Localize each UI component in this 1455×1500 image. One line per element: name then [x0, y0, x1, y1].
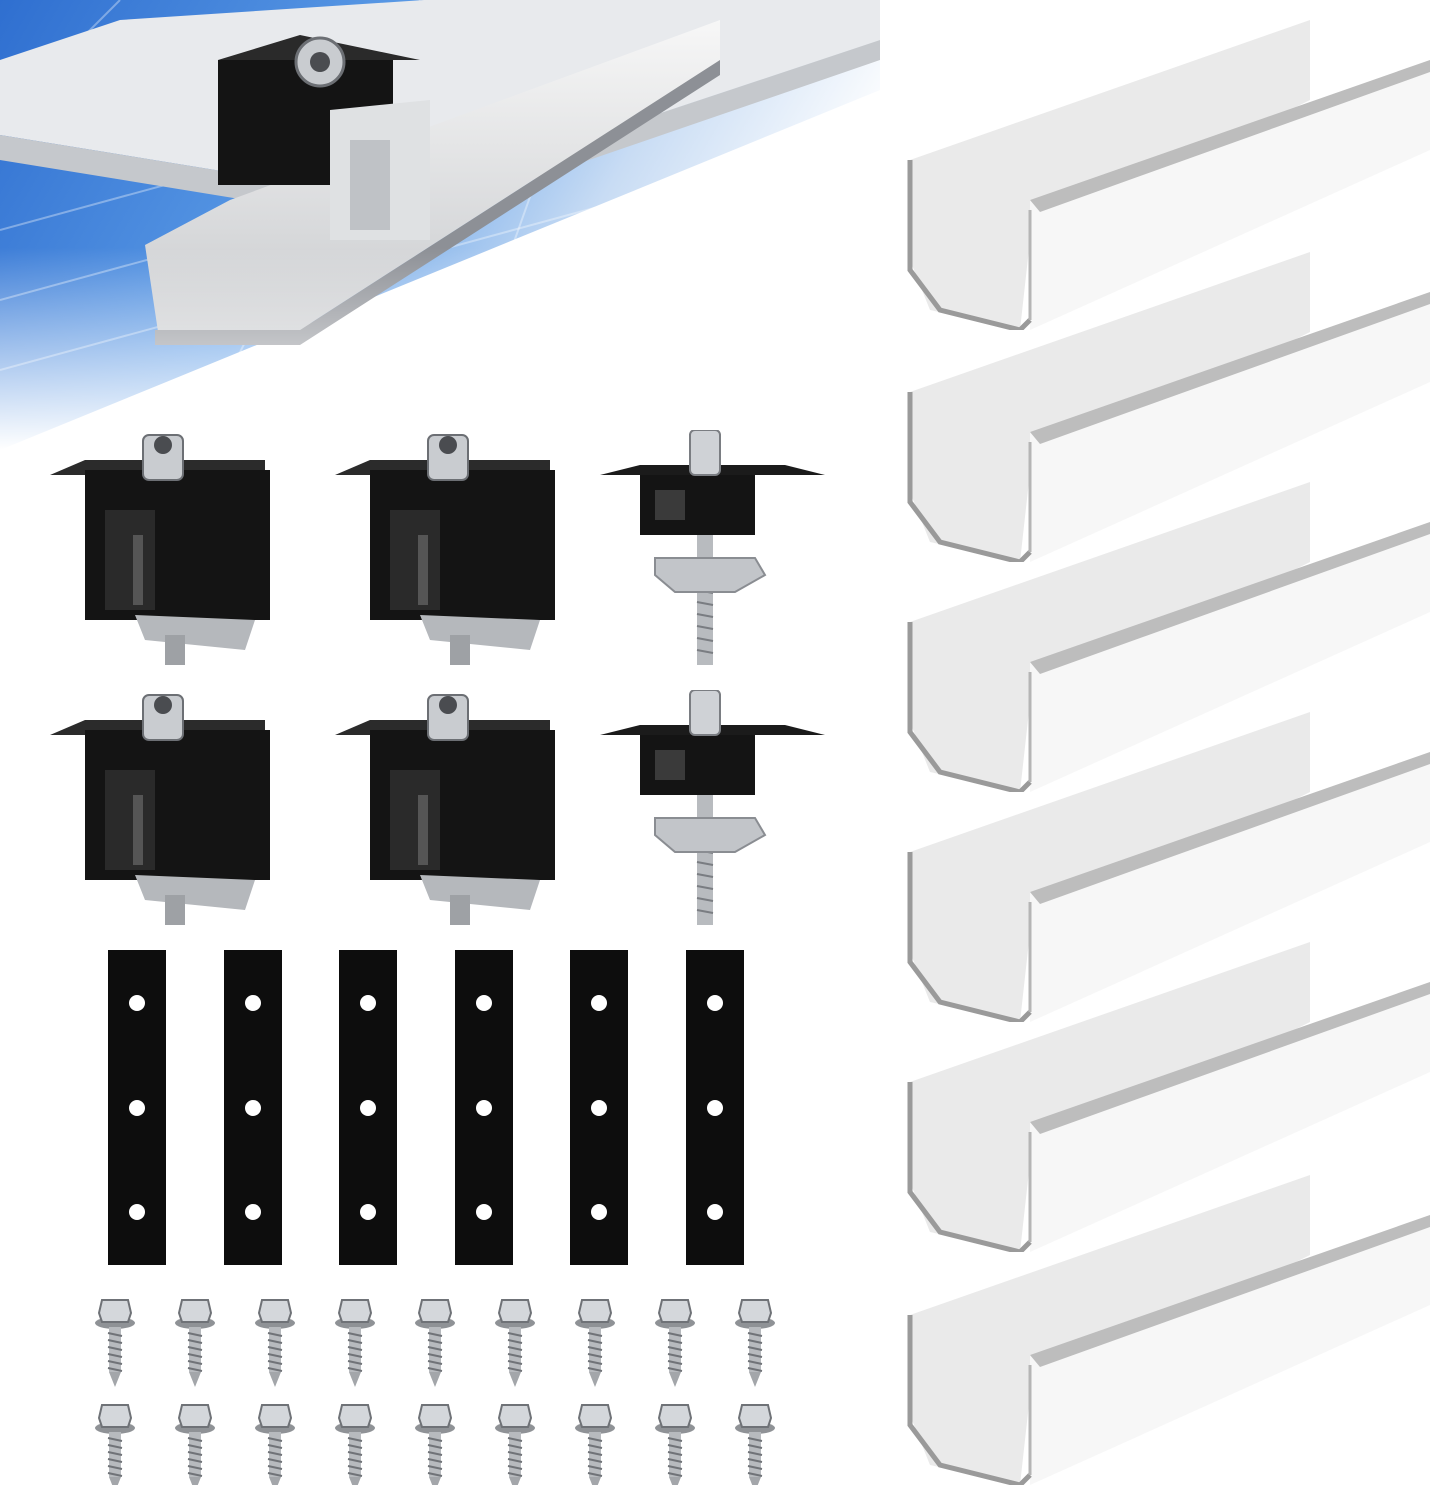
self-drilling-screw	[655, 1404, 695, 1485]
self-drilling-screw	[95, 1299, 135, 1387]
connector-strip	[339, 950, 397, 1265]
self-drilling-screw	[175, 1299, 215, 1387]
mid-clamp	[600, 430, 825, 665]
connector-strip	[686, 950, 744, 1265]
hero-mounted-clamp	[0, 0, 880, 450]
connector-strip	[570, 950, 628, 1265]
connector-strip	[455, 950, 513, 1265]
u-channel-rail	[907, 1175, 1430, 1485]
end-clamp	[335, 694, 555, 925]
u-channel-rail	[907, 252, 1430, 562]
rail-stack	[890, 0, 1455, 1500]
u-channel-rail	[907, 482, 1430, 792]
end-clamp	[50, 694, 270, 925]
u-channel-rail	[907, 942, 1430, 1252]
self-drilling-screw	[255, 1299, 295, 1387]
self-drilling-screw	[335, 1404, 375, 1485]
self-drilling-screw	[495, 1299, 535, 1387]
connector-strip	[224, 950, 282, 1265]
end-clamp	[335, 434, 555, 665]
connector-strip	[108, 950, 166, 1265]
self-drilling-screw	[255, 1404, 295, 1485]
u-channel-rail	[907, 20, 1430, 330]
self-drilling-screw	[575, 1299, 615, 1387]
self-drilling-screw	[735, 1299, 775, 1387]
self-drilling-screw	[495, 1404, 535, 1485]
self-drilling-screw	[335, 1299, 375, 1387]
self-drilling-screw	[175, 1404, 215, 1485]
self-drilling-screw	[415, 1404, 455, 1485]
u-channel-rail	[907, 712, 1430, 1022]
screw-set	[95, 1299, 775, 1485]
self-drilling-screw	[95, 1404, 135, 1485]
mid-clamp	[600, 690, 825, 925]
self-drilling-screw	[415, 1299, 455, 1387]
self-drilling-screw	[655, 1299, 695, 1387]
end-clamp	[50, 434, 270, 665]
self-drilling-screw	[575, 1404, 615, 1485]
self-drilling-screw	[735, 1404, 775, 1485]
